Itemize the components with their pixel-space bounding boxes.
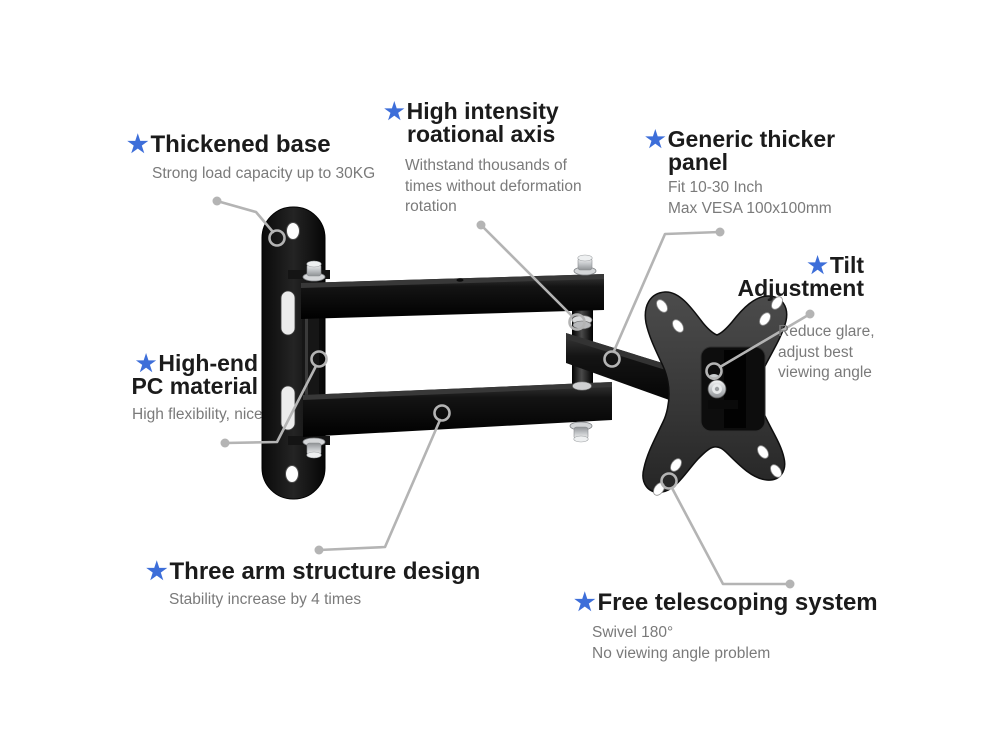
label-text: roational axis	[407, 121, 556, 147]
screw-top-right	[573, 254, 597, 276]
label-three-arm-title: ★Three arm structure design	[146, 559, 480, 585]
bottom-arm	[303, 382, 612, 437]
label-generic-panel-title: ★Generic thicker panel	[645, 128, 835, 174]
label-rotational-axis-sub: Withstand thousands of times without def…	[405, 157, 582, 215]
label-text: Three arm structure design	[169, 558, 481, 585]
star-icon: ★	[645, 126, 666, 152]
label-text: Adjustment	[737, 275, 865, 301]
star-icon: ★	[146, 558, 168, 585]
callout-dots	[212, 196, 815, 589]
panel-tab	[708, 400, 738, 409]
callout-ring-telescoping	[660, 472, 678, 490]
callout-ring-tilt	[705, 362, 723, 380]
mount-slot-upper	[280, 290, 296, 336]
label-text: High intensity	[406, 98, 559, 124]
callout-line-generic-panel	[612, 230, 722, 353]
callout-ring-thickened-base	[268, 229, 286, 247]
label-rotational-axis-title: ★High intensity roational axis	[384, 100, 559, 146]
label-text: High-end	[158, 350, 258, 376]
label-text: Tilt	[829, 252, 864, 278]
callout-ring-rotational-axis	[568, 313, 586, 331]
vesa-holes	[653, 296, 783, 496]
star-icon: ★	[807, 252, 828, 278]
star-icon: ★	[135, 350, 157, 376]
label-tilt-title: ★Tilt Adjustment	[738, 254, 865, 300]
label-thickened-base-sub: Strong load capacity up to 30KG	[152, 165, 376, 182]
callout-ring-three-arm	[433, 404, 451, 422]
screw-bottom-right	[569, 421, 593, 443]
callout-line-thickened-base	[215, 199, 275, 234]
vesa-panel	[642, 291, 788, 496]
label-text: PC material	[131, 373, 258, 399]
callout-line-telescoping	[670, 486, 792, 586]
label-three-arm-sub: Stability increase by 4 times	[169, 591, 362, 608]
label-text: panel	[668, 149, 729, 175]
mount-hole-top	[286, 222, 300, 240]
label-generic-panel-sub: Fit 10-30 Inch Max VESA 100x100mm	[668, 179, 832, 217]
callout-line-three-arm	[317, 418, 442, 552]
label-thickened-base-title: ★Thickened base	[127, 132, 331, 158]
label-pc-material-title: ★High-end PC material	[131, 352, 258, 398]
mount-hole-bottom	[285, 465, 299, 483]
label-text: Free telescoping system	[597, 589, 878, 616]
label-tilt-sub: Reduce glare, adjust best viewing angle	[778, 323, 875, 381]
star-icon: ★	[574, 589, 596, 616]
label-text: Thickened base	[150, 131, 331, 158]
label-telescoping-title: ★Free telescoping system	[574, 590, 878, 616]
star-icon: ★	[127, 131, 149, 158]
callout-ring-generic-panel	[603, 350, 621, 368]
label-text: Generic thicker	[667, 126, 836, 152]
callout-ring-pc-material	[310, 350, 328, 368]
label-pc-material-sub: High flexibility, nice	[132, 406, 263, 423]
star-icon: ★	[384, 98, 405, 124]
callout-line-tilt	[718, 312, 812, 369]
callout-line-rotational-axis	[479, 223, 574, 318]
callout-line-pc-material	[223, 364, 318, 445]
left-hinge-highlight	[305, 316, 308, 400]
label-telescoping-sub: Swivel 180° No viewing angle problem	[592, 624, 771, 662]
top-arm	[301, 274, 604, 319]
